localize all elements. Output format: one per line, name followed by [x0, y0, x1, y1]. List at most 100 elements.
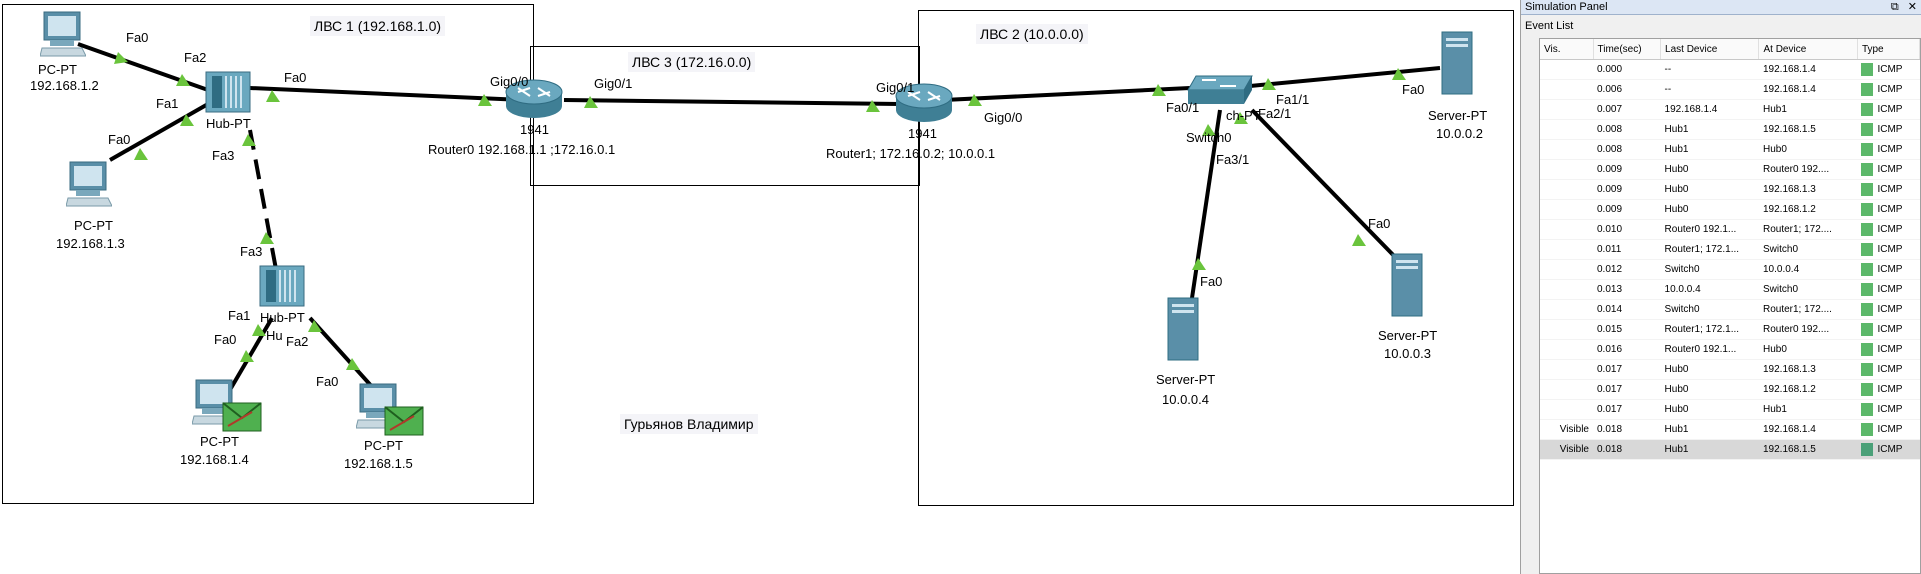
cell-at: Switch0 [1758, 239, 1858, 260]
port-label: Gig0/0 [984, 110, 1023, 125]
cell-time: 0.017 [1593, 399, 1661, 420]
close-icon[interactable]: ✕ [1907, 1, 1917, 13]
pc2-device[interactable] [66, 160, 112, 210]
link-pc2-hub0 [109, 102, 209, 162]
hub0-device[interactable] [204, 70, 252, 116]
hub-icon [205, 71, 251, 113]
srv2-device[interactable] [1440, 30, 1474, 96]
col-time[interactable]: Time(sec) [1593, 39, 1662, 60]
type-color-marker[interactable] [1861, 183, 1874, 196]
topology-canvas[interactable]: ЛВС 1 (192.168.1.0) ЛВС 2 (10.0.0.0) ЛВС… [0, 0, 1520, 574]
event-list[interactable]: Vis. Time(sec) Last Device At Device Typ… [1539, 38, 1921, 574]
type-color-marker[interactable] [1861, 143, 1874, 156]
type-color-marker[interactable] [1861, 403, 1874, 416]
router-icon [505, 79, 563, 118]
pc1-device[interactable] [40, 10, 86, 60]
type-color-marker[interactable] [1861, 263, 1874, 276]
col-last-device[interactable]: Last Device [1660, 39, 1760, 60]
cell-last: Hub1 [1660, 439, 1759, 460]
type-label: ICMP [1877, 364, 1903, 376]
link-router1-switch0 [943, 86, 1191, 102]
cell-time: 0.017 [1593, 359, 1661, 380]
hub-icon [259, 265, 305, 307]
cell-time: 0.014 [1593, 299, 1661, 320]
cell-at: Router1; 172.... [1758, 219, 1858, 240]
cell-time: 0.006 [1593, 79, 1661, 100]
port-light [584, 96, 598, 108]
port-label: Fa0 [316, 374, 339, 389]
col-type[interactable]: Type [1857, 39, 1921, 60]
cell-vis [1540, 379, 1593, 400]
srv4-device[interactable] [1166, 296, 1200, 362]
port-label: Fa1 [156, 96, 179, 111]
type-color-marker[interactable] [1861, 163, 1874, 176]
type-color-marker[interactable] [1861, 423, 1874, 436]
type-color-marker[interactable] [1861, 123, 1874, 136]
cell-vis [1540, 339, 1593, 360]
hub0-label: Hub-PT [206, 116, 251, 131]
col-at-device[interactable]: At Device [1758, 39, 1858, 60]
type-color-marker[interactable] [1861, 103, 1874, 116]
type-color-marker[interactable] [1861, 83, 1874, 96]
type-label: ICMP [1877, 344, 1903, 356]
router1-model: 1941 [908, 126, 937, 141]
lan2-label: ЛВС 2 (10.0.0.0) [976, 24, 1088, 44]
type-color-marker[interactable] [1861, 63, 1874, 76]
type-label: ICMP [1877, 104, 1903, 116]
pdu-envelope-icon[interactable] [222, 402, 262, 432]
cell-last: -- [1660, 59, 1759, 80]
type-color-marker[interactable] [1861, 363, 1874, 376]
port-label: Fa0 [108, 132, 131, 147]
type-color-marker[interactable] [1861, 283, 1874, 296]
cell-last: Switch0 [1660, 299, 1759, 320]
cell-at: 192.168.1.2 [1758, 199, 1858, 220]
cell-vis [1540, 239, 1593, 260]
cell-type: ICMP [1857, 79, 1920, 100]
router0-device[interactable] [504, 78, 564, 122]
cell-last: 192.168.1.4 [1660, 99, 1759, 120]
switch0-device[interactable] [1186, 72, 1254, 108]
type-color-marker[interactable] [1861, 323, 1874, 336]
type-color-marker[interactable] [1861, 203, 1874, 216]
col-vis[interactable]: Vis. [1540, 39, 1594, 60]
pdu-envelope-icon[interactable] [384, 406, 424, 436]
link-router0-router1 [563, 98, 901, 106]
port-label: Fa3 [240, 244, 263, 259]
type-color-marker[interactable] [1861, 243, 1874, 256]
type-color-marker[interactable] [1861, 443, 1874, 456]
cell-last: 10.0.0.4 [1660, 279, 1759, 300]
event-table: Vis. Time(sec) Last Device At Device Typ… [1540, 39, 1921, 460]
type-color-marker[interactable] [1861, 303, 1874, 316]
cell-vis: Visible [1540, 439, 1593, 460]
type-color-marker[interactable] [1861, 343, 1874, 356]
restore-icon[interactable]: ⧉ [1890, 1, 1899, 13]
srv3-device[interactable] [1390, 252, 1424, 318]
router1-device[interactable] [894, 82, 954, 126]
pc3-ip: 192.168.1.4 [180, 452, 249, 467]
type-color-marker[interactable] [1861, 223, 1874, 236]
cell-last: Router1; 172.1... [1660, 239, 1759, 260]
hub1-device[interactable] [258, 264, 306, 310]
type-color-marker[interactable] [1861, 383, 1874, 396]
cell-at: 192.168.1.4 [1758, 419, 1858, 440]
